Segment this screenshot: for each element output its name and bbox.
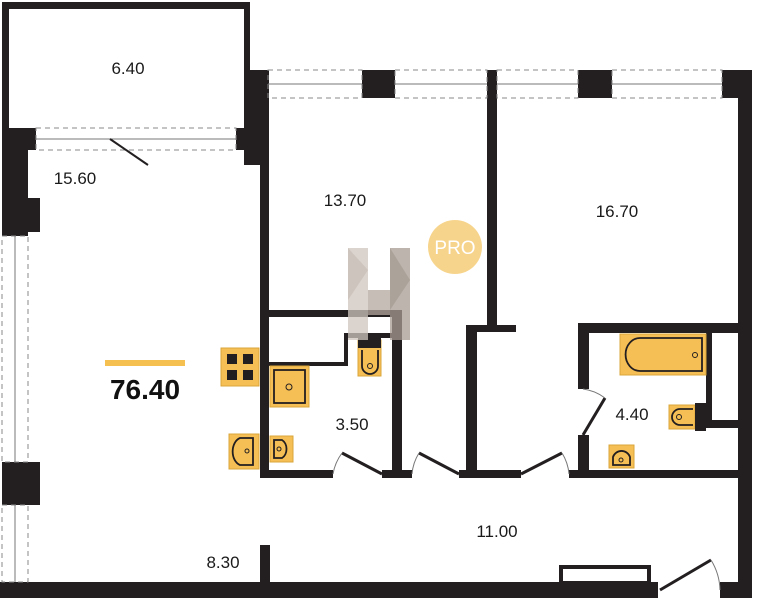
sink-icon <box>228 433 260 470</box>
total-area: 76.40 <box>110 374 180 405</box>
sink-icon <box>608 444 635 469</box>
total-area-accent-bar <box>105 360 185 366</box>
stove-icon <box>220 347 260 387</box>
room-area-bathroom-2: 4.40 <box>615 405 648 424</box>
room-area-hallway: 11.00 <box>476 522 517 541</box>
windows <box>1 69 723 583</box>
toilet-icon <box>357 338 382 377</box>
pro-badge-text: PRO <box>434 238 475 259</box>
bathtub-icon <box>619 333 707 376</box>
room-area-bedroom-1: 13.70 <box>324 191 367 210</box>
doors <box>332 388 721 592</box>
sink-icon <box>269 435 294 463</box>
shower-icon <box>269 365 310 408</box>
room-area-living: 15.60 <box>54 169 97 188</box>
pro-badge: PRO <box>428 220 482 274</box>
room-area-bedroom-2: 16.70 <box>596 202 639 221</box>
room-area-balcony: 6.40 <box>111 59 144 78</box>
logo-watermark <box>348 248 410 340</box>
room-area-kitchen: 8.30 <box>206 553 239 572</box>
toilet-icon <box>668 403 706 431</box>
room-area-bathroom-1: 3.50 <box>335 415 368 434</box>
